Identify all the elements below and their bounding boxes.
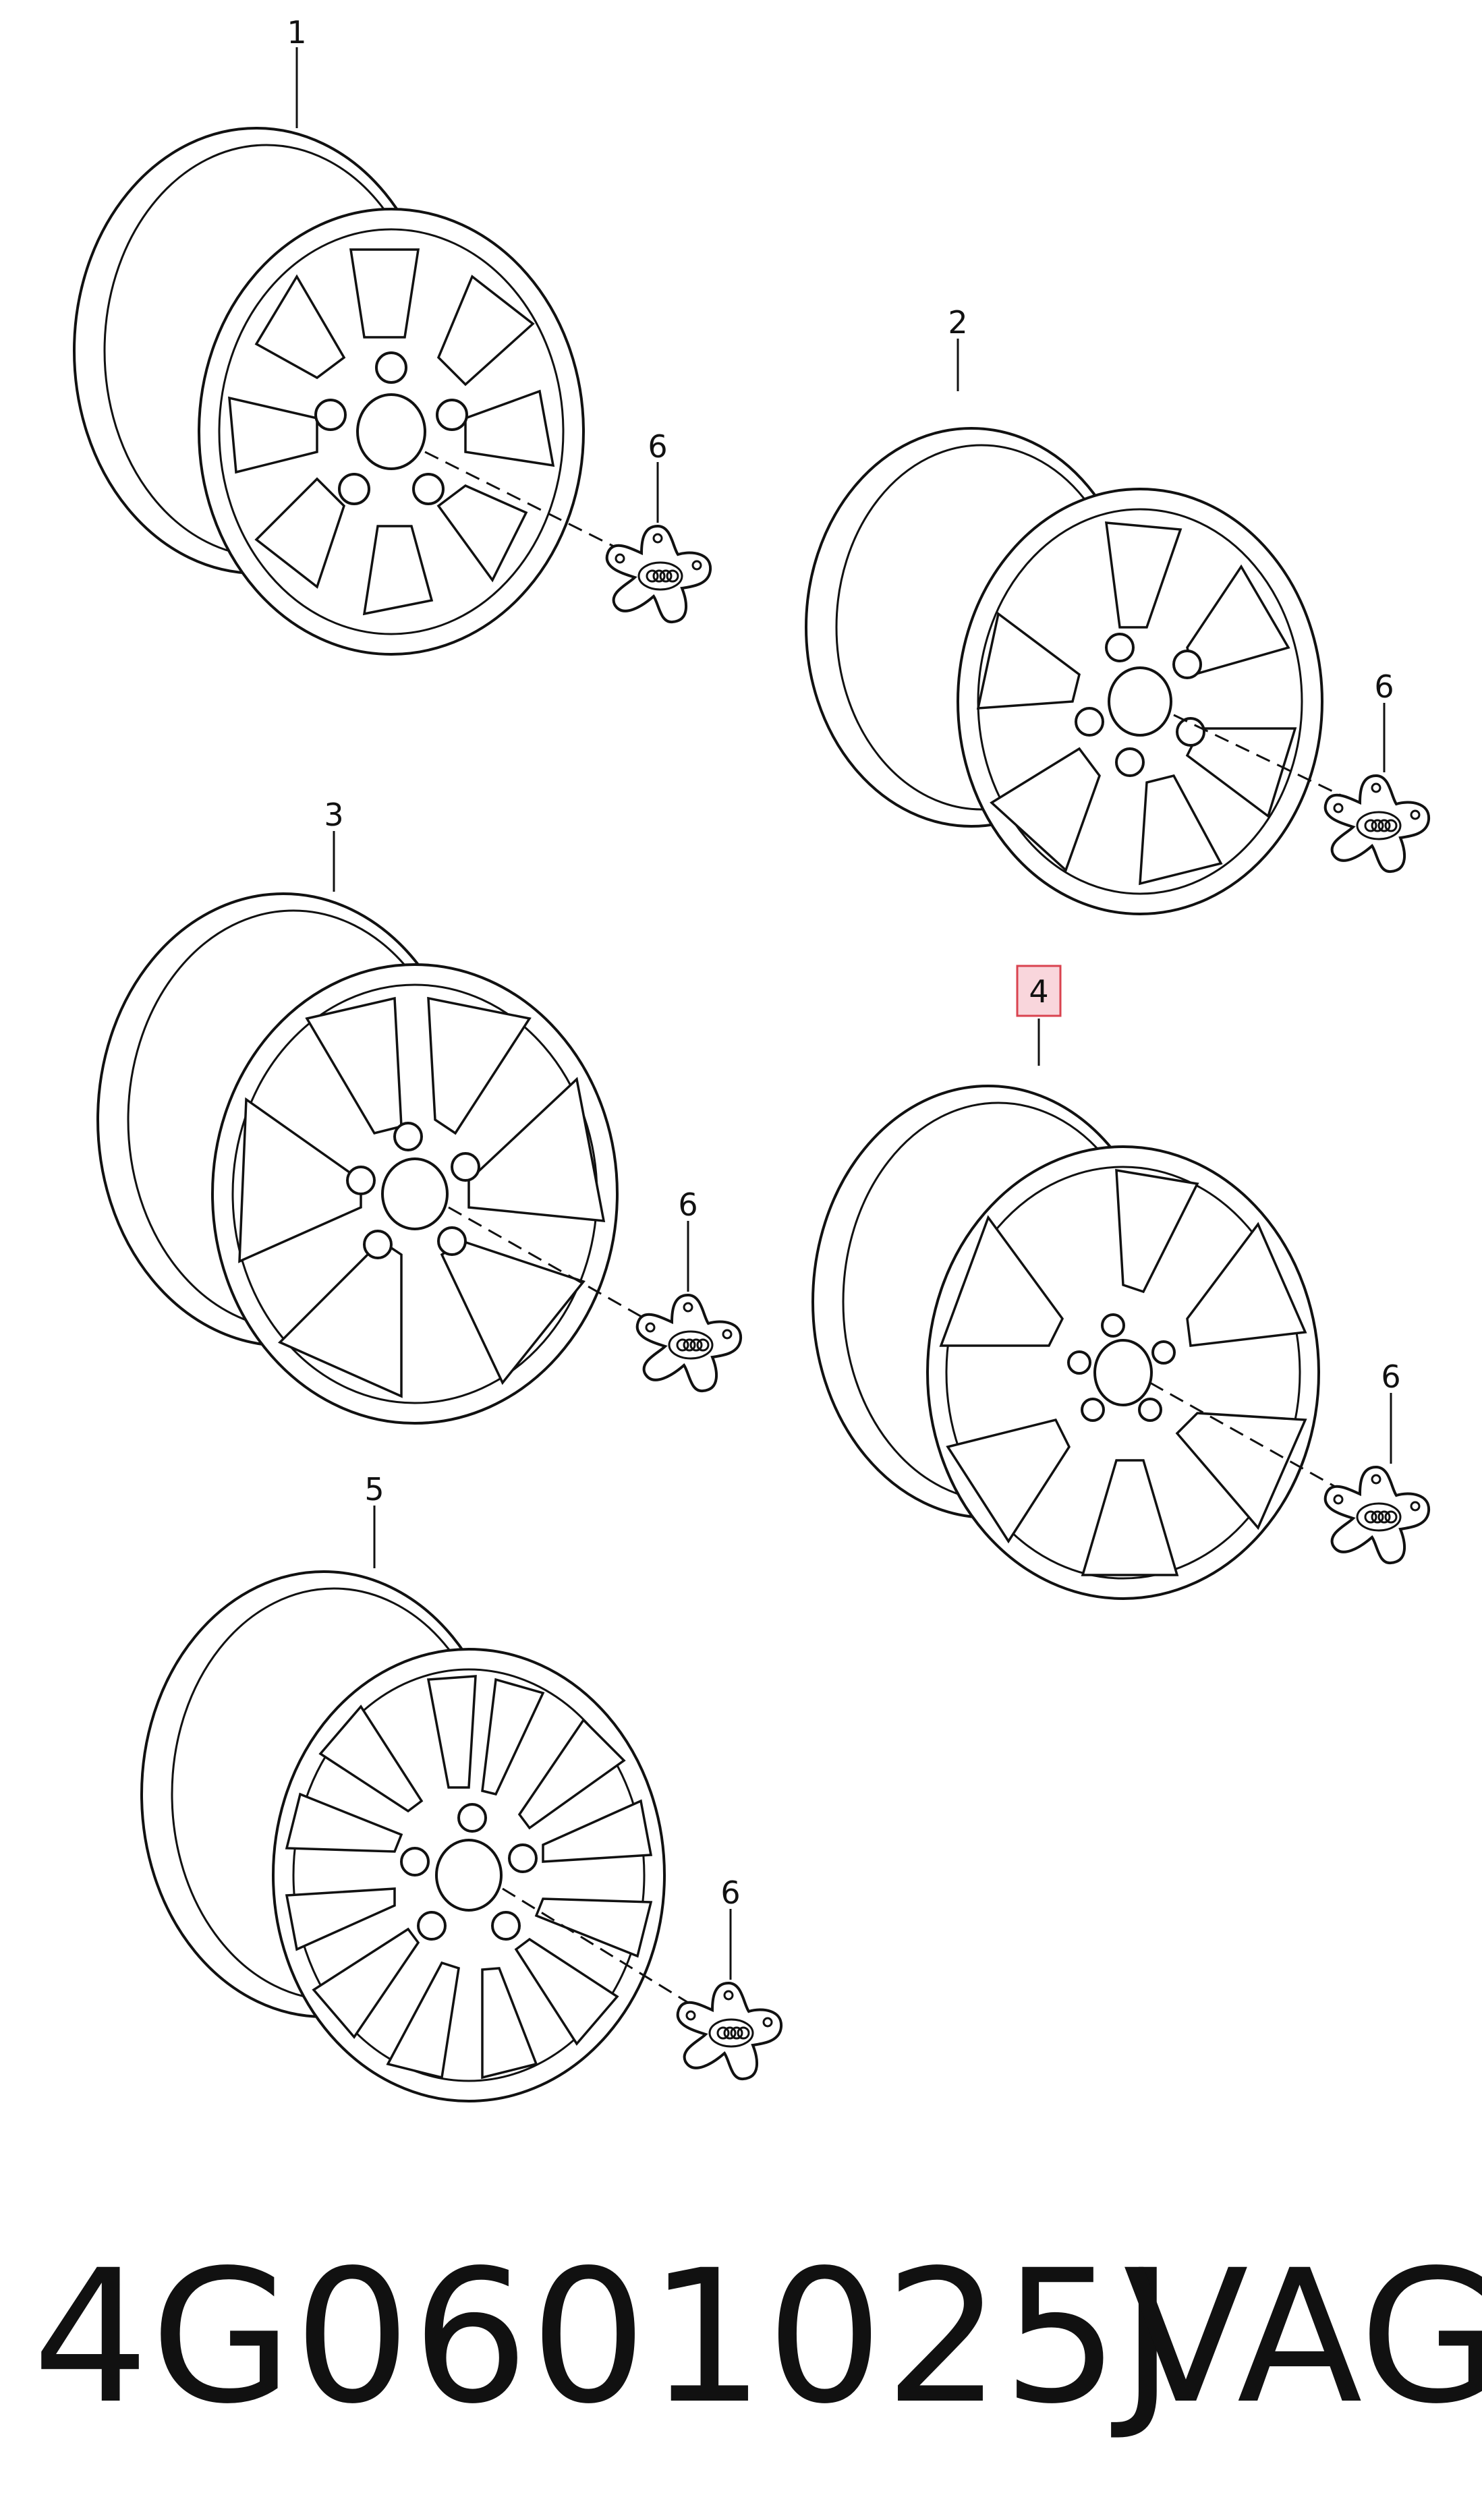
callout-cap-3: 6 xyxy=(678,1186,697,1223)
wheel-1[interactable] xyxy=(73,47,585,656)
wheel-2[interactable] xyxy=(805,339,1323,915)
callout-cap-1: 6 xyxy=(648,428,667,465)
center-cap-2[interactable] xyxy=(1323,774,1431,874)
wheel-3[interactable] xyxy=(96,831,619,1425)
wheel-5[interactable] xyxy=(140,1506,666,2102)
callout-wheel-3: 3 xyxy=(324,797,343,833)
callout-cap-4: 6 xyxy=(1381,1358,1400,1395)
callout-wheel-4[interactable]: 4 xyxy=(1029,973,1048,1010)
wheel-4[interactable] xyxy=(811,1019,1320,1600)
callout-highlight-box xyxy=(1016,965,1062,1017)
center-cap-5[interactable] xyxy=(676,1982,783,2081)
center-cap-1[interactable] xyxy=(605,525,712,624)
callout-cap-2: 6 xyxy=(1374,668,1394,705)
callout-wheel-1: 1 xyxy=(287,14,306,51)
callout-wheel-2: 2 xyxy=(948,304,967,341)
callout-cap-5: 6 xyxy=(720,1874,740,1911)
center-cap-3[interactable] xyxy=(635,1294,743,1393)
part-number: 4G0601025J xyxy=(32,2231,1176,2444)
callout-wheel-5: 5 xyxy=(364,1471,384,1508)
brand-name: VAG xyxy=(1123,2231,1482,2444)
center-cap-4[interactable] xyxy=(1323,1466,1431,1565)
